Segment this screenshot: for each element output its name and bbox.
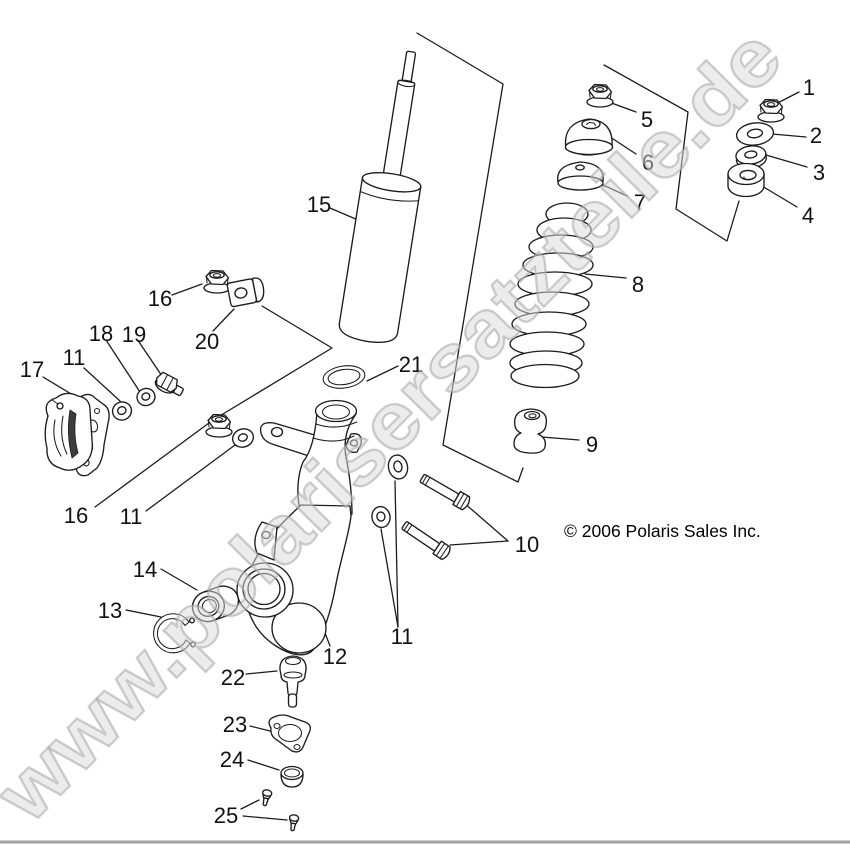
callout-11c: 11 [391,624,414,649]
screw-25a [259,788,274,808]
callout-24: 24 [220,747,244,772]
steering-knuckle-12 [236,399,362,656]
o-ring-21 [322,365,366,389]
leader-11b [145,444,236,512]
callout-7: 7 [634,190,646,215]
retainer-cup-24 [280,765,304,788]
leader-10a [462,501,509,542]
flat-washer-11a [111,401,133,421]
callout-6: 6 [642,150,654,175]
callout-15: 15 [307,192,331,217]
ball-joint-22 [279,655,307,708]
leader-22 [245,670,278,675]
leader-10b [449,540,509,546]
callout-labels: 1 2 3 4 5 6 7 8 9 10 11 11 11 12 13 14 1… [20,75,825,828]
leader-4 [761,185,798,208]
flat-washer-11c-lower [371,505,391,529]
callout-4: 4 [802,203,814,228]
leader-9 [541,436,580,441]
leader-25a [240,799,260,810]
leader-11c1 [394,480,399,628]
callout-16a: 16 [148,286,172,311]
dust-seal-plate-23 [268,714,311,753]
callout-10: 10 [515,532,539,557]
hose-clip-20 [226,277,265,308]
leader-11c2 [380,528,399,628]
callout-8: 8 [632,272,644,297]
callout-21: 21 [399,352,423,377]
leader-18 [105,339,141,393]
callout-3: 3 [813,160,825,185]
hex-bolt-19 [154,371,184,397]
leader-3 [765,154,808,168]
callout-5: 5 [641,107,653,132]
clip-reference-line [212,305,333,421]
leader-19 [138,341,163,377]
leader-20 [212,308,235,332]
leader-8 [584,273,627,279]
bump-stop-9 [513,408,548,454]
leader-23 [249,725,271,732]
callout-9: 9 [586,432,598,457]
leader-11a [83,367,121,402]
screw-25b [287,813,300,833]
callout-20: 20 [195,329,219,354]
callout-11b: 11 [120,504,143,529]
callout-2: 2 [810,123,822,148]
callout-14: 14 [133,557,157,582]
brake-caliper-17 [44,392,110,477]
spring-retainer-dome-7 [557,161,604,191]
callout-12: 12 [323,644,347,669]
flat-washer-11b [231,428,255,448]
flat-washer-11c-upper [387,454,409,480]
snap-ring-13 [153,613,196,654]
reference-bracket-right [603,64,740,242]
flat-washer-18 [136,387,156,407]
lock-nut-5 [586,83,614,108]
lock-nut-16a [203,269,231,294]
flat-washer-2 [735,122,775,146]
leader-16a [171,283,203,296]
strut-shock-absorber [338,50,422,343]
callout-13: 13 [98,598,122,623]
leader-16b [94,422,210,508]
callout-11a: 11 [63,345,86,370]
hex-bolt-lower [399,518,453,562]
spacer-bushing-4 [727,162,765,198]
leader-25b [242,815,288,821]
callout-25: 25 [214,803,238,828]
hex-bolt-upper [417,470,473,512]
callout-19: 19 [122,322,146,347]
callout-22: 22 [221,665,245,690]
leader-24 [247,759,280,771]
callout-23: 23 [223,712,247,737]
callout-18: 18 [89,321,113,346]
copyright-text: © 2006 Polaris Sales Inc. [564,521,761,541]
callout-17: 17 [20,357,44,382]
bottom-rule [0,840,850,844]
reference-bracket-left [416,32,524,483]
leader-13 [125,609,162,618]
leader-21 [366,365,399,382]
leader-14 [160,568,198,591]
wheel-bearing-14 [191,585,240,623]
callout-16b: 16 [64,503,88,528]
lock-nut-16b [205,413,233,438]
leader-2 [771,133,807,138]
coil-spring [509,202,594,389]
strut-mount-cap-6 [564,118,614,156]
callout-1: 1 [803,75,815,100]
